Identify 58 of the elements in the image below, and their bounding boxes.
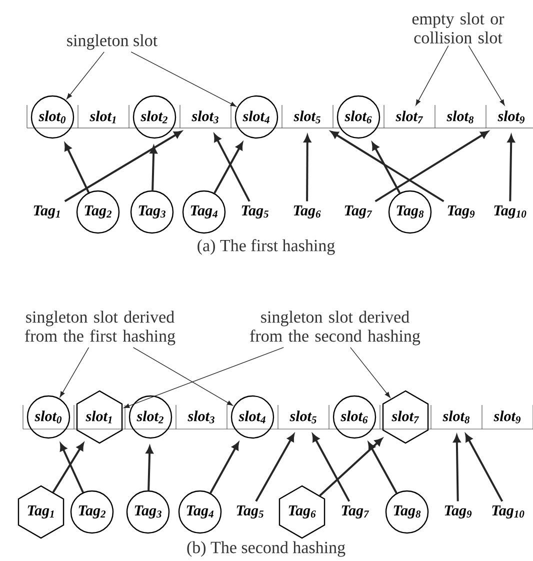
slot-label: slot$_{3}$ — [188, 410, 214, 424]
leader-line — [468, 45, 505, 106]
annotation-text: singleton slot derived from the second hashing — [250, 310, 420, 346]
slot-label: slot$_{5}$ — [294, 110, 320, 124]
arrow — [330, 131, 444, 202]
arrow — [64, 143, 90, 193]
tag-label: Tag$_{10}$ — [494, 206, 526, 219]
arrow — [255, 434, 294, 502]
arrow — [210, 442, 239, 494]
leader-line — [124, 347, 284, 408]
annotation-text: empty slot or collision slot — [412, 12, 504, 44]
leader-line — [130, 52, 236, 107]
arrow — [374, 131, 488, 202]
tag-hexagon: Tag$_{1}$ — [18, 485, 64, 539]
caption: (a) The first hashing — [198, 239, 335, 255]
leader-line — [66, 52, 104, 100]
leader-line — [416, 45, 449, 106]
tag-label: Tag$_{6}$ — [294, 206, 321, 219]
leader-line — [60, 347, 90, 398]
annotation-text: singleton slot derived from the first hashing — [24, 310, 176, 346]
tag-label: Tag$_{9}$ — [448, 206, 475, 219]
slot-label: slot$_{1}$ — [90, 110, 116, 124]
arrow — [60, 443, 84, 493]
tag-label: Tag$_{7}$ — [342, 506, 370, 519]
arrow — [214, 134, 250, 202]
tag-hexagon: Tag$_{6}$ — [278, 485, 326, 539]
slot-label: slot$_{9}$ — [498, 110, 525, 124]
arrow — [372, 142, 401, 194]
leader-line — [350, 347, 390, 398]
slot-hexagon: slot$_{7}$ — [382, 390, 429, 444]
tag-label: Tag$_{1}$ — [34, 206, 60, 219]
arrow — [319, 438, 382, 496]
leader-line — [132, 347, 233, 406]
arrow — [312, 434, 350, 502]
arrow — [304, 135, 311, 202]
slot-label: slot$_{9}$ — [494, 410, 521, 424]
slot-label: slot$_{3}$ — [192, 110, 218, 124]
arrow — [508, 135, 515, 202]
arrow — [150, 146, 158, 190]
tag-label: Tag$_{5}$ — [242, 206, 268, 219]
caption: (b) The second hashing — [187, 541, 346, 557]
slot-label: slot$_{5}$ — [290, 410, 316, 424]
arrow — [52, 442, 84, 493]
tag-label: Tag$_{5}$ — [236, 506, 264, 519]
slot-hexagon: slot$_{1}$ — [76, 390, 123, 444]
slot-label: slot$_{8}$ — [442, 410, 470, 424]
arrow — [453, 435, 460, 502]
slot-label: slot$_{7}$ — [396, 110, 424, 124]
annotation-text: singleton slot — [67, 34, 158, 50]
arrow — [465, 434, 504, 502]
slot-label: slot$_{8}$ — [446, 110, 474, 124]
tag-label: Tag$_{7}$ — [344, 206, 372, 219]
tag-label: Tag$_{9}$ — [444, 506, 472, 519]
arrow — [368, 442, 398, 494]
arrow — [64, 130, 182, 202]
arrow — [214, 142, 243, 194]
tag-label: Tag$_{10}$ — [492, 506, 524, 519]
arrow — [146, 446, 154, 490]
